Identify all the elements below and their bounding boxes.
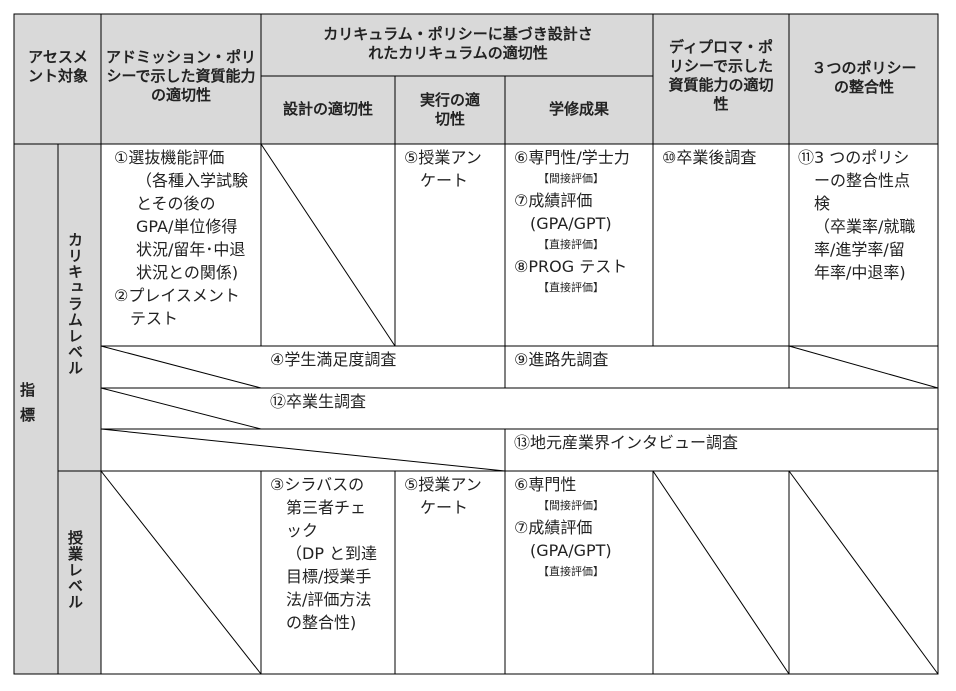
span-career-text: ⑨進路先調査 [514,350,609,369]
admission-item-2-detail: テスト [130,309,179,328]
header-three-policies: ３つのポリシーの整合性 [808,59,920,97]
outcome-item-7-sub: (GPA/GPT) [530,214,612,233]
header-diploma-policy: ディプロマ・ポリシーで示した資質能力の適切性 [664,38,778,114]
admission-item-2: ②プレイスメント [114,286,240,305]
execution-item-line-1: ⑤授業アン [404,148,482,167]
side-class-level: 授業レベル [62,530,86,630]
class-outcome-item-7: ⑦成績評価 [514,518,593,537]
span-industry-text: ⑬地元産業界インタビュー調査 [514,433,739,452]
span-industry-interview: ⑬地元産業界インタビュー調査 [508,431,936,454]
header-learning-outcome: 学修成果 [508,100,650,119]
table-border [13,13,939,675]
class-outcome-item-7-sub: (GPA/GPT) [530,541,612,560]
class-outcome-item-6-tag: 【間接評価】 [538,499,604,512]
curriculum-execution-cell: ⑤授業アン ケート [398,146,502,192]
diploma-item-10: ⑩卒業後調査 [662,148,757,167]
policy-item-11-line-4: （卒業率/就職 [814,217,916,236]
admission-item-1-detail-5: 状況との関係) [136,263,239,282]
class-design-line-5: 目標/授業手 [286,567,372,586]
diagonal-row6-left [100,428,506,472]
header-admission-policy-text: アドミッション・ポリシーで示した資質能力の適切性 [105,48,256,104]
policy-item-11-line-5: 率/進学率/留 [814,240,905,259]
curriculum-diploma-cell: ⑩卒業後調査 [656,146,788,169]
class-design-line-4: （DP と到達 [286,544,378,563]
class-design-line-3: ック [286,521,319,540]
outcome-item-8: ⑧PROG テスト [514,257,628,276]
diagonal-row4-left [100,345,262,389]
side-indicator: 指標 [18,382,38,442]
class-design-cell: ③シラバスの 第三者チェ ック （DP と到達 目標/授業手 法/評価方法 の整… [264,473,394,634]
header-design-text: 設計の適切性 [282,100,373,118]
header-execution-text: 実行の適切性 [419,91,480,128]
diagonal-class-policy [788,470,939,675]
admission-item-1-detail-1: （各種入学試験 [136,171,249,190]
grid-lines [13,13,939,675]
policy-item-11-line-2: ーの整合性点 [814,171,911,190]
header-admission-policy: アドミッション・ポリシーで示した資質能力の適切性 [104,48,258,105]
class-execution-cell: ⑤授業アン ケート [398,473,502,519]
class-outcome-item-6: ⑥専門性 [514,475,577,494]
span-career-survey: ⑨進路先調査 [508,348,788,371]
side-indicator-text: 指標 [18,382,36,432]
header-curriculum-policy: カリキュラム・ポリシーに基づき設計されたカリキュラムの適切性 [318,25,598,63]
policy-item-11-line-6: 年率/中退率) [814,263,906,282]
header-three-policies-text: ３つのポリシーの整合性 [811,59,917,96]
diagonal-class-admission [100,470,262,675]
outcome-item-8-tag: 【直接評価】 [538,281,604,294]
admission-item-1-detail-3: GPA/単位修得 [136,217,238,236]
policy-item-11-line-3: 検 [814,194,831,213]
class-design-line-2: 第三者チェ [286,498,367,517]
diagonal-class-diploma [652,470,790,675]
class-design-item-3: ③シラバスの [270,475,365,494]
class-design-line-6: 法/評価方法 [286,590,372,609]
span-satisfaction-survey: ④学生満足度調査 [264,348,504,371]
header-curriculum-policy-text: カリキュラム・ポリシーに基づき設計されたカリキュラムの適切性 [323,25,593,62]
class-outcome-cell: ⑥専門性 【間接評価】 ⑦成績評価 (GPA/GPT) 【直接評価】 [508,473,652,582]
side-class-level-text: 授業レベル [66,530,84,610]
curriculum-admission-cell: ①選抜機能評価 （各種入学試験 とその後の GPA/単位修得 状況/留年･中退 … [108,146,258,344]
admission-item-1: ①選抜機能評価 [114,148,225,167]
header-design: 設計の適切性 [264,100,392,119]
header-diploma-policy-text: ディプロマ・ポリシーで示した資質能力の適切性 [668,38,774,113]
header-assessment-target-text: アセスメント対象 [27,48,88,85]
header-execution: 実行の適切性 [414,91,486,129]
header-learning-outcome-text: 学修成果 [548,100,609,118]
outcome-item-6: ⑥専門性/学士力 [514,148,630,167]
diagonal-row4-right [788,345,939,389]
span-graduate-survey: ⑫卒業生調査 [264,390,934,413]
admission-item-1-detail-4: 状況/留年･中退 [136,240,246,259]
class-outcome-item-7-tag: 【直接評価】 [538,565,604,578]
outcome-item-7-tag: 【直接評価】 [538,238,604,251]
header-assessment-target: アセスメント対象 [22,48,94,86]
header-background [14,14,938,144]
curriculum-outcome-cell: ⑥専門性/学士力 【間接評価】 ⑦成績評価 (GPA/GPT) 【直接評価】 ⑧… [508,146,652,298]
span-graduate-text: ⑫卒業生調査 [270,392,367,411]
diagonal-row5-left [100,387,262,430]
span-satisfaction-text: ④学生満足度調査 [270,350,397,369]
side-curriculum-level-text: カリキュラムレベル [66,232,84,376]
admission-item-1-detail-2: とその後の [136,194,216,213]
class-execution-line-2: ケート [420,498,469,517]
side-curriculum-level: カリキュラムレベル [62,232,86,402]
execution-item-line-2: ケート [420,171,469,190]
outcome-item-7: ⑦成績評価 [514,191,593,210]
class-design-line-7: の整合性) [286,613,357,632]
diagonal-lines [100,143,939,675]
curriculum-policy-cell: ⑪3 つのポリシ ーの整合性点 検 （卒業率/就職 率/進学率/留 年率/中退率… [792,146,936,284]
outcome-item-6-tag: 【間接評価】 [538,172,604,185]
diagonal-design-curriculum [260,143,396,347]
policy-item-11-line-1: ⑪3 つのポリシ [798,148,910,167]
class-execution-line-1: ⑤授業アン [404,475,482,494]
